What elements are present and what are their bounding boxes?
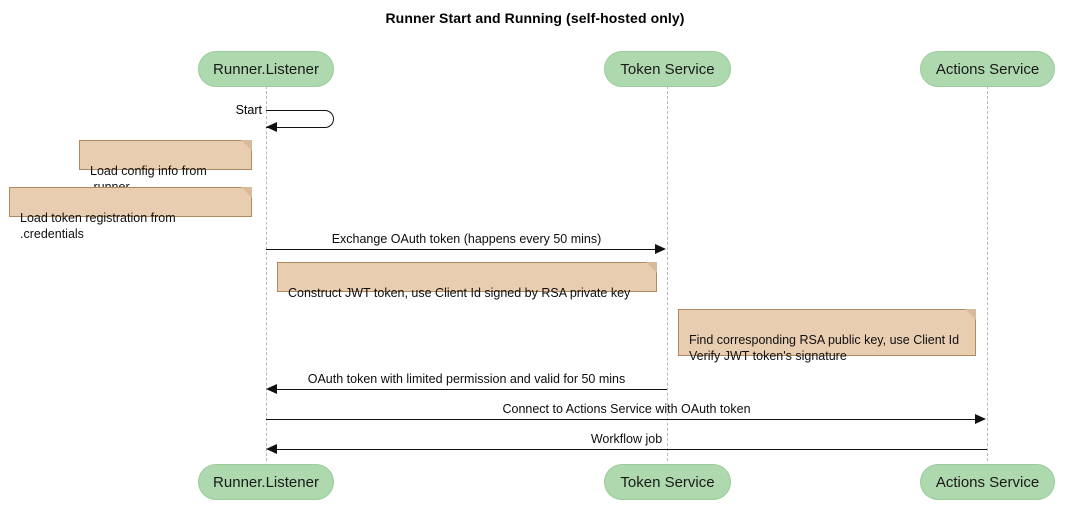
- message-line-connect-actions-service: [266, 419, 976, 420]
- participant-label: Runner.Listener: [213, 473, 319, 491]
- note-fold-icon: [646, 262, 657, 273]
- participant-token-service[interactable]: Token Service: [604, 51, 731, 87]
- lifeline-token: [667, 86, 668, 461]
- note-text: Construct JWT token, use Client Id signe…: [288, 286, 631, 300]
- message-line-exchange-oauth-token: [266, 249, 656, 250]
- message-label-connect-actions-service: Connect to Actions Service with OAuth to…: [502, 402, 751, 416]
- note-fold-icon: [241, 140, 252, 151]
- lifeline-actions: [987, 86, 988, 461]
- note-text: Load token registration from .credential…: [20, 211, 176, 241]
- message-label-oauth-token-return: OAuth token with limited permission and …: [307, 372, 626, 386]
- message-arrowhead-oauth-token-return: [266, 384, 277, 394]
- page-title: Runner Start and Running (self-hosted on…: [385, 10, 685, 26]
- note-construct-jwt: Construct JWT token, use Client Id signe…: [277, 262, 657, 300]
- participant-runner-listener-bottom[interactable]: Runner.Listener: [198, 464, 334, 500]
- message-arrowhead-workflow-job: [266, 444, 277, 454]
- participant-token-service-bottom[interactable]: Token Service: [604, 464, 731, 500]
- participant-label: Actions Service: [935, 473, 1040, 491]
- self-message-label-start: Start: [235, 103, 262, 117]
- message-line-workflow-job: [277, 449, 987, 450]
- self-message-arrowhead-start: [266, 122, 277, 132]
- participant-label: Runner.Listener: [213, 60, 319, 78]
- participant-label: Token Service: [620, 473, 715, 491]
- message-arrowhead-connect-actions-service: [975, 414, 986, 424]
- note-verify-jwt: Find corresponding RSA public key, use C…: [678, 309, 976, 363]
- message-line-oauth-token-return: [277, 389, 667, 390]
- note-text: Find corresponding RSA public key, use C…: [689, 333, 960, 363]
- message-label-exchange-oauth-token: Exchange OAuth token (happens every 50 m…: [331, 232, 602, 246]
- participant-label: Actions Service: [935, 60, 1040, 78]
- message-label-workflow-job: Workflow job: [590, 432, 663, 446]
- message-arrowhead-exchange-oauth-token: [655, 244, 666, 254]
- lifeline-runner: [266, 86, 267, 461]
- note-load-token-registration: Load token registration from .credential…: [9, 187, 252, 241]
- self-message-loop-start: [266, 110, 334, 128]
- note-load-config: Load config info from .runner: [79, 140, 252, 194]
- participant-actions-service-bottom[interactable]: Actions Service: [920, 464, 1055, 500]
- participant-runner-listener[interactable]: Runner.Listener: [198, 51, 334, 87]
- participant-actions-service[interactable]: Actions Service: [920, 51, 1055, 87]
- note-fold-icon: [965, 309, 976, 320]
- participant-label: Token Service: [620, 60, 715, 78]
- note-fold-icon: [241, 187, 252, 198]
